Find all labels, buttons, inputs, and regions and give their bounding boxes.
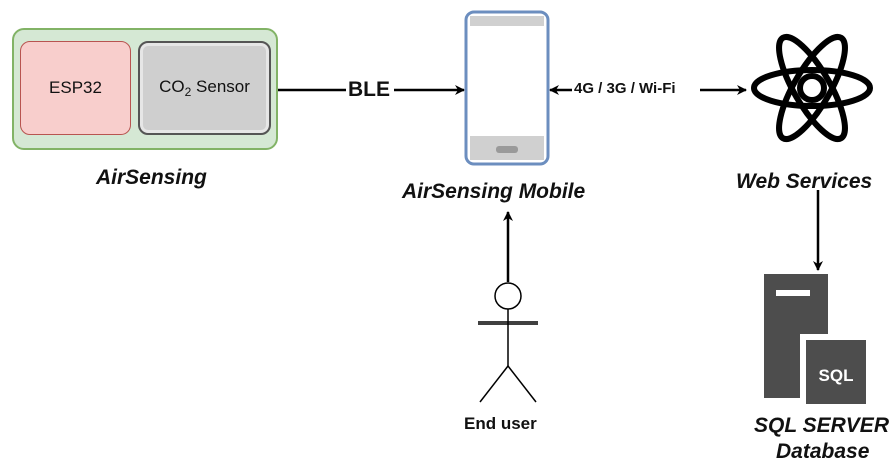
database-label: Database: [776, 440, 870, 463]
network-label: 4G / 3G / Wi-Fi: [574, 80, 676, 97]
sql-server-label: SQL SERVER: [754, 414, 889, 437]
co2-sensor-box: CO2 Sensor: [138, 41, 271, 135]
phone-icon: [464, 10, 550, 166]
atom-icon: [751, 33, 873, 143]
user-icon: [478, 282, 538, 403]
ble-label: BLE: [348, 78, 390, 101]
sql-server-icon: SQL: [764, 274, 866, 404]
airsensing-mobile-label: AirSensing Mobile: [402, 180, 586, 203]
sql-icon-text: SQL: [819, 366, 854, 385]
esp32-label: ESP32: [49, 78, 102, 97]
co2-sensor-label: CO2 Sensor: [159, 77, 250, 99]
end-user-label: End user: [464, 414, 537, 433]
web-services-label: Web Services: [736, 170, 873, 193]
esp32-box: ESP32: [20, 41, 131, 135]
airsensing-label: AirSensing: [96, 166, 207, 189]
